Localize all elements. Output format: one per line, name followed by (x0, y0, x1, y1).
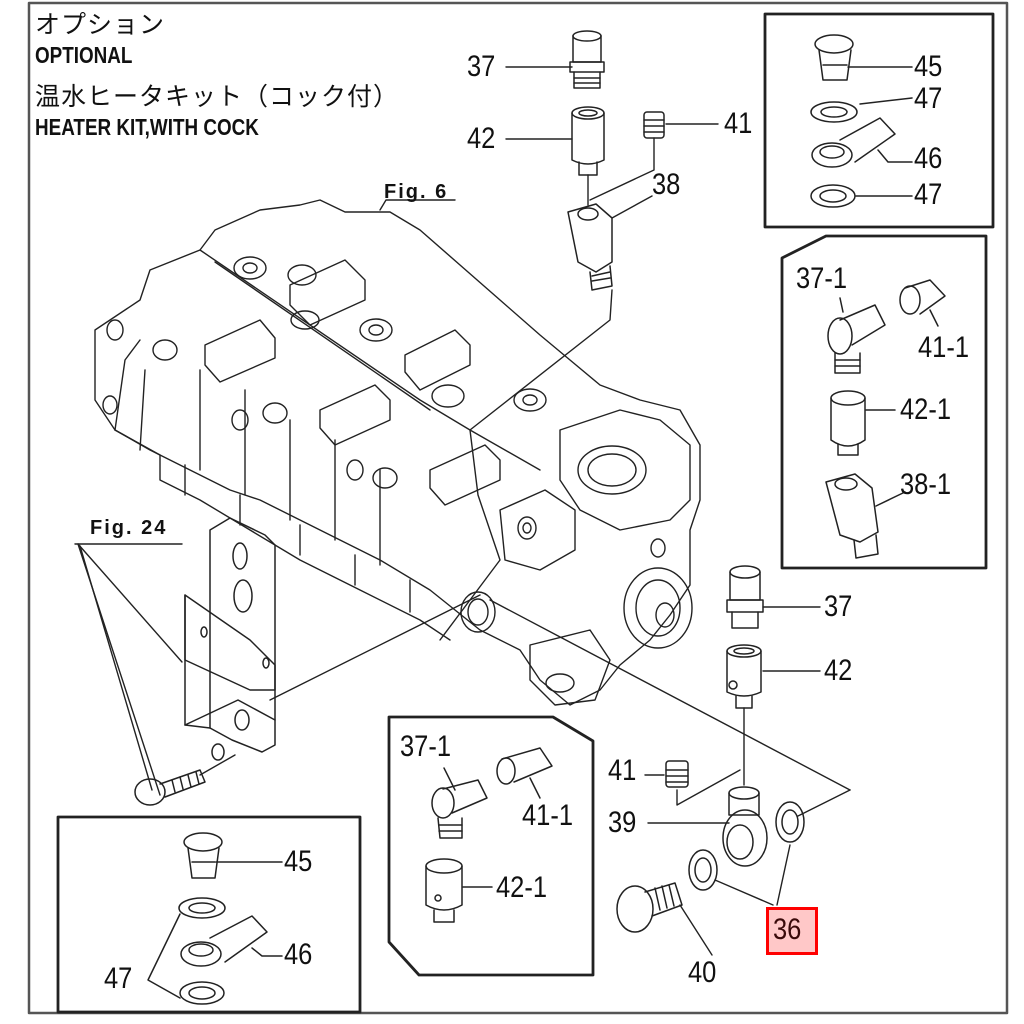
inset-tr-label-45[interactable]: 45 (914, 50, 943, 83)
inset-right-middle-drawing (825, 279, 946, 559)
inset-bottom-left-drawing (147, 832, 283, 1005)
inset-rm-label-37-1[interactable]: 37-1 (796, 262, 848, 295)
part-label-36: 36 (773, 913, 802, 946)
inset-center-bottom-drawing (425, 747, 553, 923)
cylinder-head-drawing (94, 199, 701, 706)
inset-rm-label-38-1[interactable]: 38-1 (900, 468, 952, 501)
inset-cb-label-37-1[interactable]: 37-1 (400, 730, 452, 763)
subtitle-english: HEATER KIT,WITH COCK (35, 114, 259, 140)
inset-cb-label-41-1[interactable]: 41-1 (522, 799, 574, 832)
inset-bl-label-47[interactable]: 47 (104, 962, 133, 995)
inset-bl-label-46[interactable]: 46 (284, 938, 313, 971)
part-label-39[interactable]: 39 (608, 806, 637, 839)
part-label-41-lower[interactable]: 41 (608, 754, 637, 787)
part-label-42-top[interactable]: 42 (467, 122, 496, 155)
highlighted-part-36[interactable]: 36 (766, 907, 818, 955)
subtitle-japanese: 温水ヒータキット（コック付） (35, 82, 400, 111)
inset-box-top-right (763, 12, 995, 229)
inset-box-center-bottom (387, 715, 595, 977)
upper-fittings-drawing (567, 30, 665, 291)
inset-rm-label-42-1[interactable]: 42-1 (900, 393, 952, 426)
part-label-42-lower[interactable]: 42 (824, 654, 853, 687)
bracket-drawing (134, 517, 276, 806)
outer-border (27, 1, 1009, 1015)
part-label-37-top[interactable]: 37 (467, 50, 496, 83)
part-label-41-top[interactable]: 41 (724, 107, 753, 140)
lower-fittings-drawing (616, 565, 805, 933)
inset-tr-label-46[interactable]: 46 (914, 142, 943, 175)
figure-ref-fig6[interactable]: Fig. 6 (384, 181, 449, 203)
leader-lines (74, 66, 851, 956)
inset-bl-label-45[interactable]: 45 (284, 845, 313, 878)
part-label-38[interactable]: 38 (652, 168, 681, 201)
inset-top-right-drawing (810, 34, 913, 208)
part-label-40[interactable]: 40 (688, 956, 717, 989)
inset-tr-label-47b[interactable]: 47 (914, 178, 943, 211)
figure-ref-fig24[interactable]: Fig. 24 (90, 517, 168, 539)
inset-box-right-middle (780, 234, 988, 570)
inset-rm-label-41-1[interactable]: 41-1 (918, 331, 970, 364)
inset-tr-label-47a[interactable]: 47 (914, 82, 943, 115)
inset-cb-label-42-1[interactable]: 42-1 (496, 871, 548, 904)
title-english: OPTIONAL (35, 42, 133, 68)
inset-box-bottom-left (56, 815, 362, 1014)
part-label-37-lower[interactable]: 37 (824, 590, 853, 623)
title-japanese: オプション (35, 10, 166, 39)
